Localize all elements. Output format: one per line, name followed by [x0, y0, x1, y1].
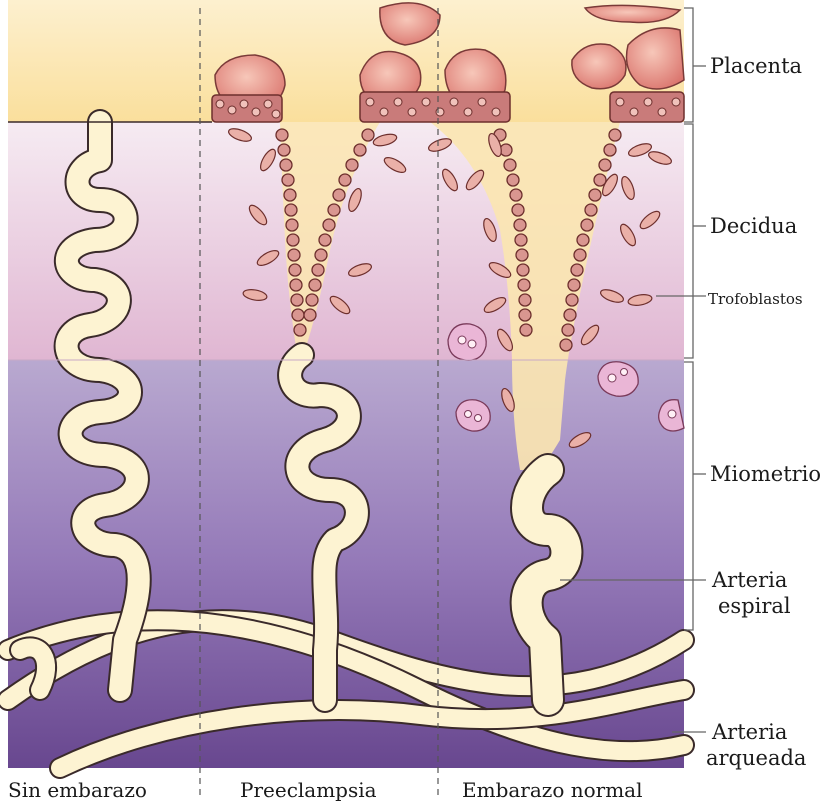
label-trofoblastos: Trofoblastos [708, 287, 803, 311]
label-arteria-arqueada-2: arqueada [706, 746, 806, 770]
label-miometrio: Miometrio [710, 462, 821, 486]
column-label-preeclampsia: Preeclampsia [240, 778, 377, 802]
column-label-sin-embarazo: Sin embarazo [8, 778, 147, 802]
label-decidua: Decidua [710, 214, 797, 238]
label-arteria-espiral-2: espiral [718, 594, 791, 618]
label-placenta: Placenta [710, 54, 802, 78]
label-arteria-arqueada-1: Arteria [712, 720, 787, 744]
label-arteria-espiral-1: Arteria [712, 568, 787, 592]
column-label-embarazo-normal: Embarazo normal [462, 778, 642, 802]
